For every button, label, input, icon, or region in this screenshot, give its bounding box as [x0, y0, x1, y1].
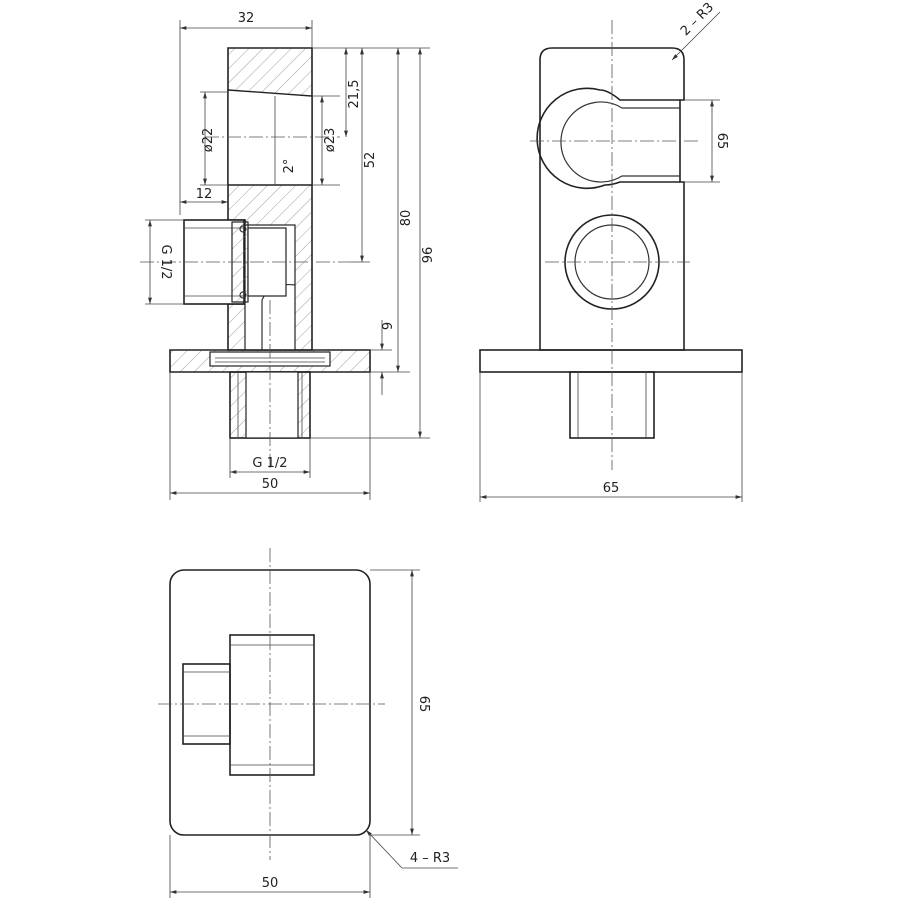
front-radius-label: 2 – R3	[678, 0, 717, 39]
dimension-32: 32	[179, 11, 313, 215]
dimension-thread-left: G 1/2	[145, 219, 184, 305]
top-view: 65 4 – R3 50	[158, 548, 458, 898]
dimension-50-flange: 50	[169, 372, 371, 500]
dim-top-65-height-label: 65	[416, 696, 431, 713]
dimension-52: 52	[350, 48, 378, 263]
dim-front-65-height-label: 65	[714, 133, 729, 150]
dimension-80: 80	[356, 47, 414, 373]
dim-thread-bottom-label: G 1/2	[252, 456, 287, 471]
dimension-12: 12	[180, 187, 228, 204]
dimension-96: 96	[310, 47, 436, 439]
top-radius-callout: 4 – R3	[365, 829, 458, 869]
dimension-phi23: ø23	[312, 95, 340, 186]
dimension-phi22: ø22	[200, 91, 228, 186]
dim-32-label: 32	[238, 11, 255, 26]
dim-96-label: 96	[421, 247, 436, 264]
top-radius-label: 4 – R3	[410, 851, 450, 866]
dim-12-label: 12	[196, 187, 213, 202]
dimension-9: 9	[370, 320, 396, 395]
dim-50-flange-label: 50	[262, 477, 279, 492]
dimension-front-65-width: 65	[479, 372, 743, 502]
dimension-top-65-height: 65	[370, 569, 431, 836]
dimension-front-65-height: 65	[684, 99, 729, 183]
front-view: 2 – R3 65 65	[479, 0, 743, 502]
dimension-21-5: 21,5	[312, 47, 362, 137]
dimension-top-50-width: 50	[169, 835, 371, 898]
dim-top-50-width-label: 50	[262, 876, 279, 891]
dimension-thread-bottom: G 1/2	[229, 438, 311, 478]
dim-thread-left-label: G 1/2	[158, 244, 173, 279]
dim-angle-label: 2°	[282, 159, 297, 174]
dim-80-label: 80	[399, 210, 414, 227]
dim-21-5-label: 21,5	[347, 80, 362, 109]
dim-front-65-width-label: 65	[603, 481, 620, 496]
dim-9-label: 9	[381, 322, 396, 330]
side-section-view: 32 12 ø22 ø23 2° 21,5	[140, 11, 436, 500]
front-radius-callout: 2 – R3	[671, 0, 721, 61]
dim-phi23-label: ø23	[323, 128, 338, 153]
dim-52-label: 52	[363, 152, 378, 169]
dim-phi22-label: ø22	[201, 128, 216, 153]
